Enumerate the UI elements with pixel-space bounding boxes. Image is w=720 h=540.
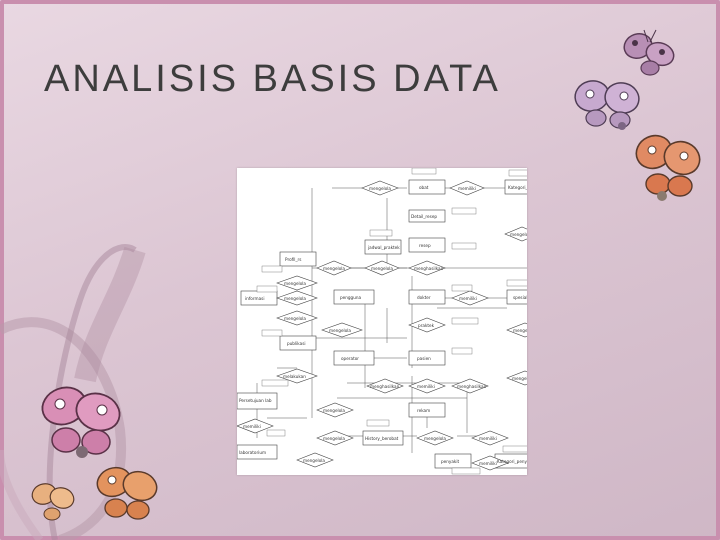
- svg-text:mengelola: mengelola: [323, 408, 345, 413]
- butterfly-pink-left: [36, 380, 128, 464]
- svg-text:mengelola: mengelola: [323, 436, 345, 441]
- svg-text:mengelola: mengelola: [369, 186, 391, 191]
- svg-text:praktek: praktek: [418, 323, 435, 328]
- slide-title: ANALISIS BASIS DATA: [44, 58, 501, 101]
- svg-text:Kategori_obat: Kategori_obat: [508, 185, 527, 190]
- er-diagram: obat Kategori_obat Detail_resep resep ja…: [237, 168, 527, 475]
- svg-text:rekam: rekam: [417, 408, 430, 413]
- svg-text:History_berobat: History_berobat: [365, 436, 399, 441]
- svg-text:mengelola: mengelola: [284, 316, 306, 321]
- svg-text:mengelola: mengelola: [323, 266, 345, 271]
- butterfly-orange-right: [632, 128, 704, 208]
- svg-text:menghasilkan: menghasilkan: [414, 266, 444, 271]
- svg-text:mengelola: mengelola: [424, 436, 446, 441]
- svg-text:memiliki: memiliki: [459, 296, 477, 301]
- svg-text:menghasilkan: menghasilkan: [370, 384, 400, 389]
- svg-text:Persetujuan lab: Persetujuan lab: [239, 398, 272, 403]
- er-diagram-svg: obat Kategori_obat Detail_resep resep ja…: [237, 168, 527, 475]
- svg-text:obat: obat: [419, 185, 429, 190]
- butterfly-purple-top: [620, 28, 680, 80]
- svg-text:informasi: informasi: [245, 296, 265, 301]
- svg-text:operator: operator: [341, 356, 359, 361]
- svg-text:mengelola: mengelola: [303, 458, 325, 463]
- svg-text:Detail_resep: Detail_resep: [411, 214, 437, 219]
- svg-text:laboratorium: laboratorium: [239, 450, 266, 455]
- butterfly-orange-bottom: [92, 460, 162, 526]
- svg-text:memiliki: memiliki: [243, 424, 261, 429]
- svg-text:memiliki: memiliki: [479, 436, 497, 441]
- svg-text:spesialis: spesialis: [513, 295, 527, 300]
- svg-text:mengelola: mengelola: [284, 281, 306, 286]
- svg-text:mengelola: mengelola: [510, 232, 527, 237]
- svg-text:jadwal_praktek: jadwal_praktek: [367, 245, 400, 250]
- svg-text:Kategori_penyakit: Kategori_penyakit: [497, 459, 527, 464]
- svg-text:menghasilkan: menghasilkan: [457, 384, 487, 389]
- svg-text:mengelola: mengelola: [371, 266, 393, 271]
- svg-text:melakukan: melakukan: [283, 374, 306, 379]
- svg-text:mengelola: mengelola: [513, 328, 527, 333]
- svg-text:pasien: pasien: [417, 356, 431, 361]
- svg-text:mengelola: mengelola: [512, 376, 527, 381]
- svg-text:resep: resep: [419, 243, 431, 248]
- svg-text:pengguna: pengguna: [340, 295, 362, 300]
- svg-text:memiliki: memiliki: [479, 461, 497, 466]
- butterfly-peach-bottom: [28, 478, 80, 524]
- svg-text:memiliki: memiliki: [417, 384, 435, 389]
- svg-text:mengelola: mengelola: [329, 328, 351, 333]
- svg-text:dokter: dokter: [417, 295, 431, 300]
- svg-text:mengelola: mengelola: [284, 296, 306, 301]
- svg-text:penyakit: penyakit: [441, 459, 460, 464]
- svg-text:Profil_rs: Profil_rs: [285, 257, 301, 262]
- svg-text:memiliki: memiliki: [458, 186, 476, 191]
- svg-text:publikasi: publikasi: [287, 341, 306, 346]
- butterfly-lilac: [572, 74, 644, 134]
